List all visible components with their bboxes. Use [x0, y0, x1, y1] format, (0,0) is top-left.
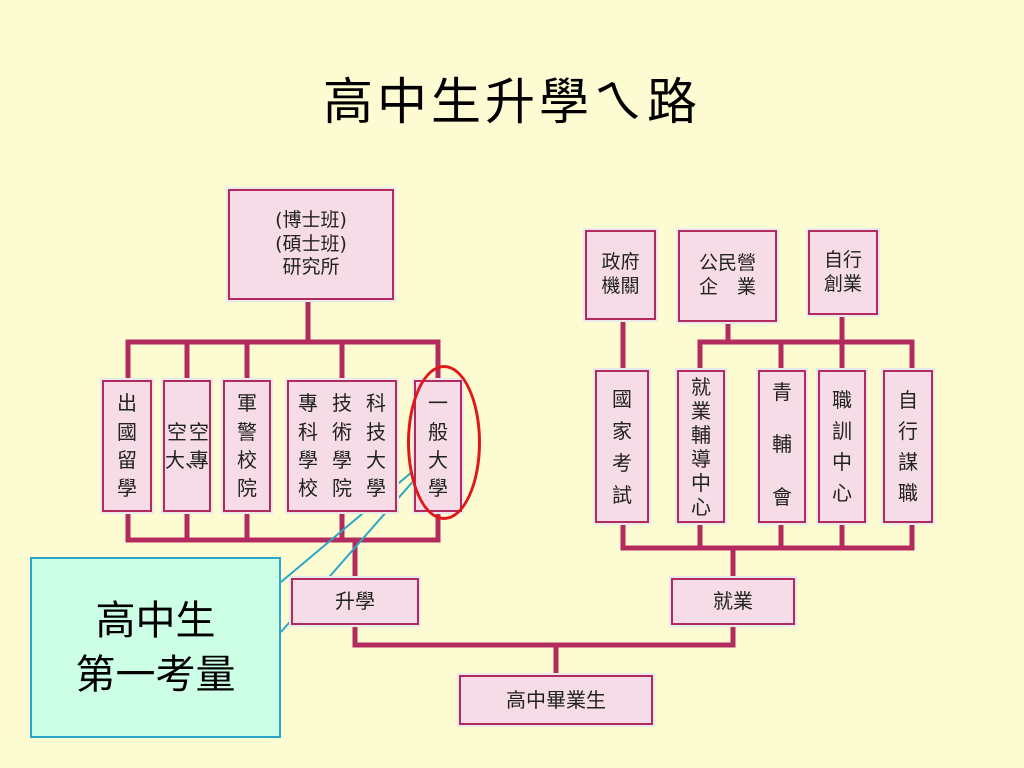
- youth-counseling-char-2: 輔: [772, 432, 792, 457]
- self-job-search-box: 自行謀職: [881, 368, 935, 525]
- study-abroad-box: 出國留學: [100, 378, 154, 514]
- highlight-circle: [407, 365, 481, 520]
- youth-counseling-char-1: 青: [772, 380, 792, 404]
- employment-center-label: 就業輔導中心: [691, 374, 711, 519]
- enterprise-box: 公民營 企 業: [676, 228, 779, 324]
- self-startup-box: 自行 創業: [806, 228, 880, 317]
- high-school-graduate-box: 高中畢業生: [457, 673, 655, 727]
- callout-box: 高中生 第一考量: [30, 557, 281, 738]
- military-police-label: 軍警校院: [237, 391, 257, 501]
- study-abroad-label: 出國留學: [117, 391, 137, 501]
- employment-center-box: 就業輔導中心: [675, 368, 727, 525]
- vocational-center-label: 職訓中心: [832, 387, 852, 505]
- technical-schools-box: 專科學校 技術學院 科技大學: [285, 378, 399, 514]
- national-exam-label: 國家考試: [612, 386, 632, 507]
- graduate-school-box: (博士班) (碩士班) 研究所: [226, 187, 396, 302]
- open-university-label-2: 空專: [189, 419, 209, 472]
- government-agency-box: 政府 機關: [583, 228, 658, 322]
- callout-line-2: 第一考量: [75, 651, 236, 698]
- junior-college-label: 專科學校: [298, 391, 318, 501]
- open-university-box: 空大、 空專: [161, 378, 213, 514]
- self-job-search-label: 自行謀職: [898, 387, 918, 505]
- callout-line-1: 高中生: [95, 597, 216, 644]
- page-title: 高中生升學ㄟ路: [323, 73, 701, 131]
- institute-technology-label: 技術學院: [332, 391, 352, 501]
- university-technology-label: 科技大學: [366, 391, 386, 501]
- youth-counseling-box: 青 輔 會: [756, 368, 808, 525]
- national-exam-box: 國家考試: [593, 368, 651, 525]
- military-police-box: 軍警校院: [221, 378, 273, 514]
- employment-box: 就業: [669, 576, 797, 627]
- youth-counseling-char-3: 會: [772, 484, 792, 509]
- vocational-center-box: 職訓中心: [816, 368, 868, 525]
- further-study-box: 升學: [289, 576, 421, 627]
- open-university-label-1: 空大、: [165, 419, 205, 472]
